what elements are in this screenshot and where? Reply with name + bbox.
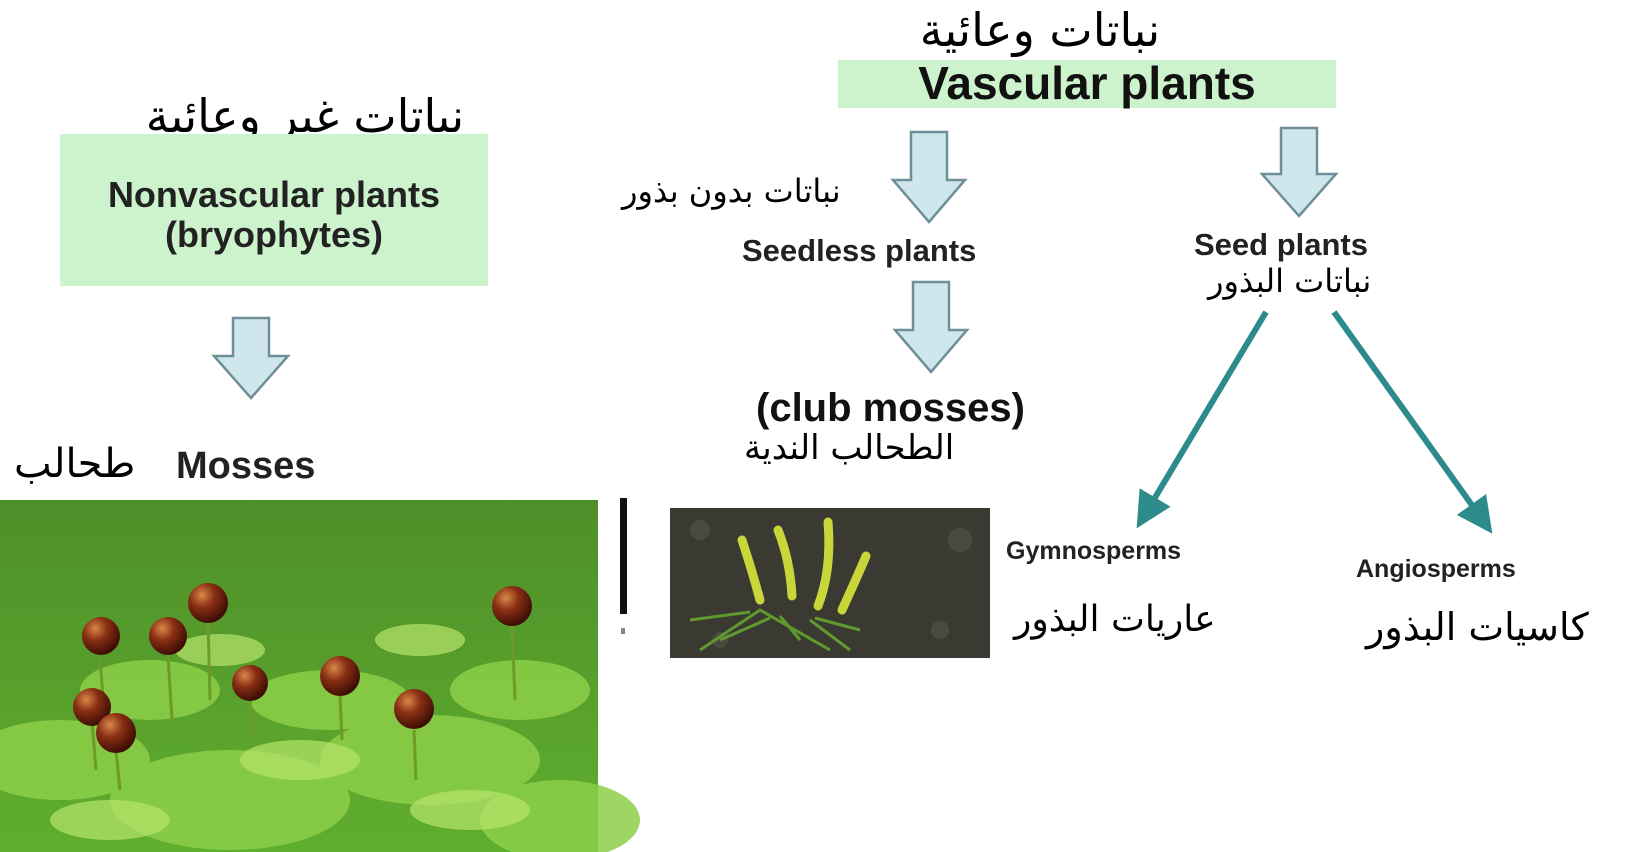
block-arrow-to-seedless [893, 132, 965, 222]
vascular-arabic-title: نباتات وعائية [880, 4, 1200, 56]
mosses-english-label: Mosses [176, 444, 315, 488]
mosses-arabic-label: طحالب [14, 440, 135, 488]
club-moss-photo [670, 508, 990, 658]
block-arrow-to-seed [1262, 128, 1336, 216]
divider-bar [620, 498, 627, 614]
nonvascular-english-line1: Nonvascular plants [60, 174, 488, 216]
angiosperms-arabic-label: كاسيات البذور [1366, 604, 1589, 650]
vascular-english-title: Vascular plants [838, 56, 1336, 110]
angiosperms-english-label: Angiosperms [1356, 554, 1516, 584]
moss-photo [0, 500, 640, 852]
gymnosperms-english-label: Gymnosperms [1006, 536, 1181, 566]
seedless-english-label: Seedless plants [742, 232, 976, 270]
nonvascular-english-line2: (bryophytes) [60, 214, 488, 256]
seed-english-label: Seed plants [1194, 226, 1368, 264]
arrow-to-angiosperms [1334, 312, 1484, 522]
seedless-arabic-label: نباتات بدون بذور [622, 172, 841, 210]
block-arrow-to-club-mosses [895, 282, 967, 372]
club-mosses-english-label: (club mosses) [756, 384, 1025, 432]
divider-dot [621, 628, 625, 634]
seed-arabic-label: نباتات البذور [1208, 262, 1371, 300]
block-arrow-nonvascular [214, 318, 288, 398]
gymnosperms-arabic-label: عاريات البذور [1014, 598, 1216, 642]
arrow-to-gymnosperms [1144, 312, 1266, 516]
club-mosses-arabic-label: الطحالب الندية [744, 428, 954, 468]
